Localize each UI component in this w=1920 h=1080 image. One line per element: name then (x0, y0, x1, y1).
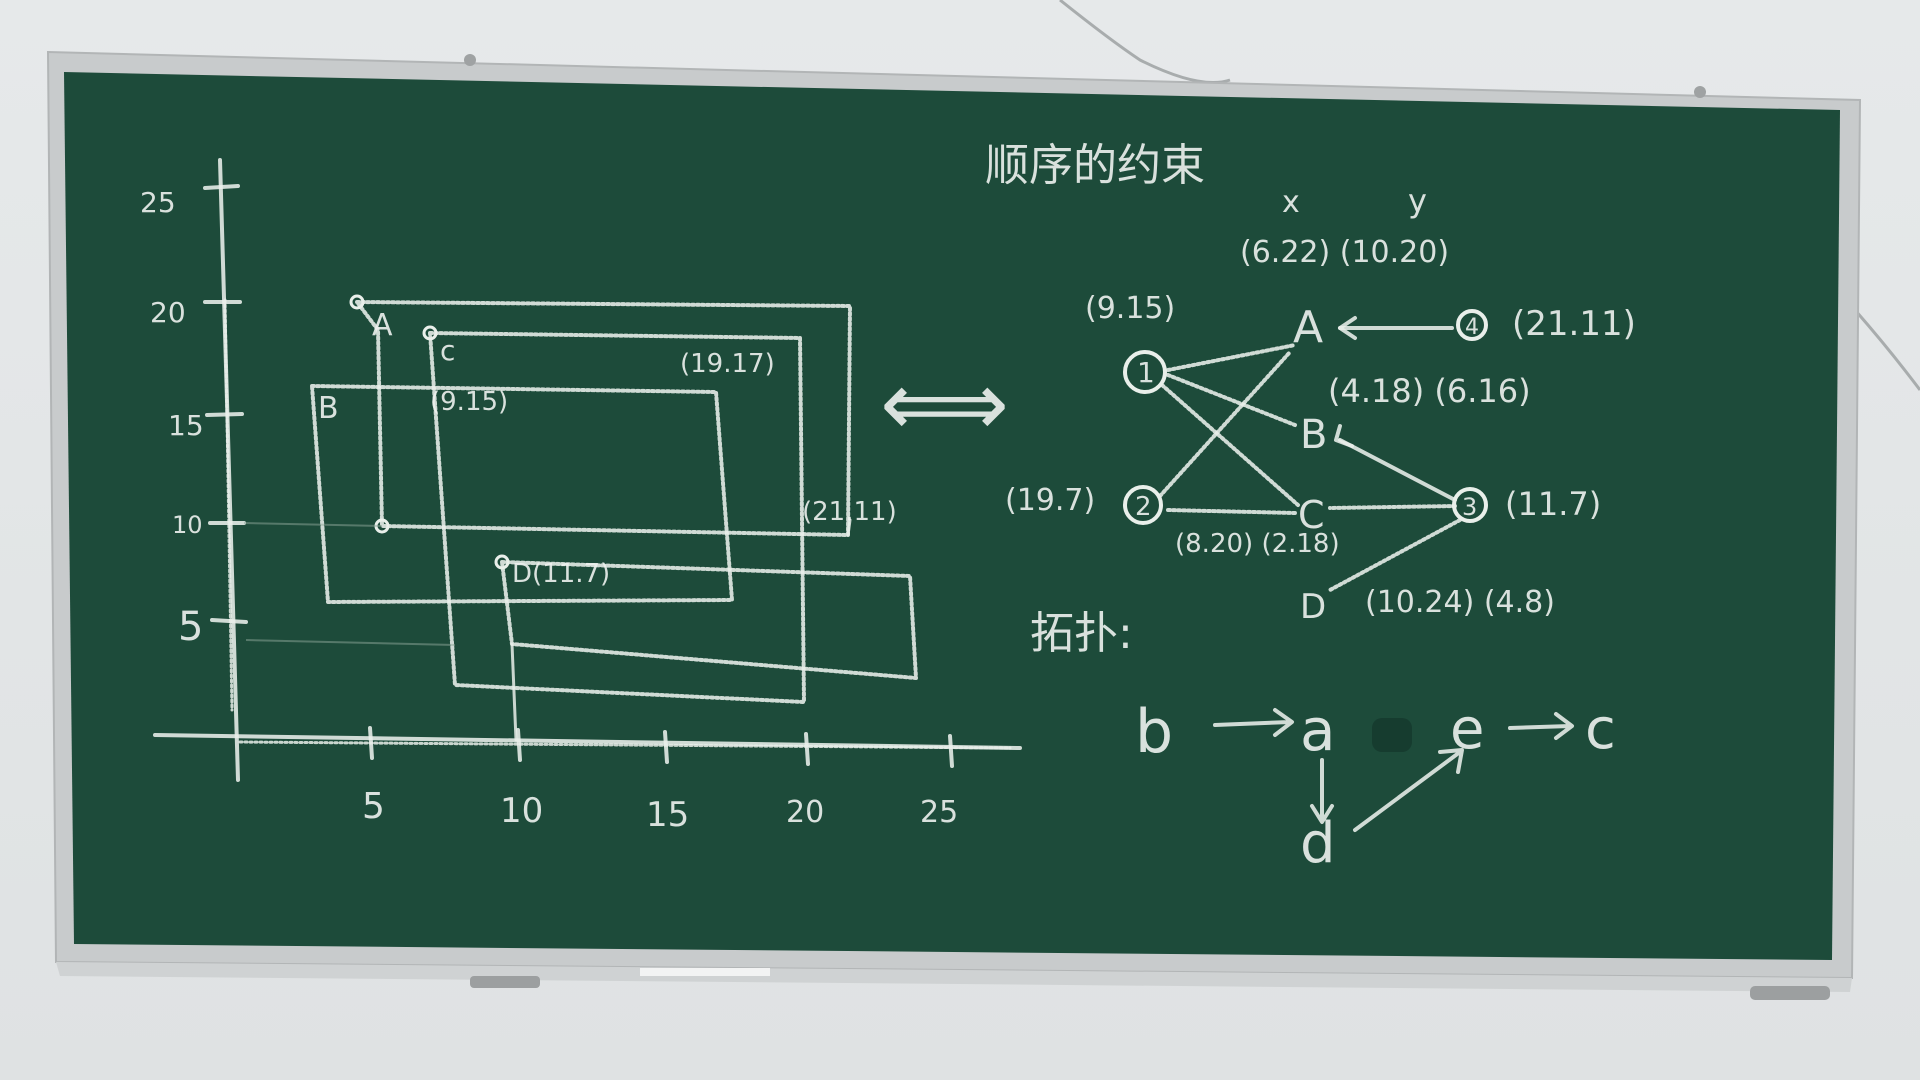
rect-d-label: D(11.7) (512, 559, 610, 589)
rect-d-corner (494, 554, 510, 570)
y-axis-minor-ticks (223, 298, 234, 712)
rect-b (310, 384, 734, 604)
y-label-10: 10 (172, 511, 203, 539)
x-tick-15 (663, 730, 669, 764)
rect-a-label: A (372, 308, 393, 343)
x-label-15: 15 (646, 795, 689, 835)
seq-arrow-e-c (1508, 712, 1574, 740)
tray-eraser (640, 968, 770, 976)
header-coords: (6.22) (10.20) (1240, 235, 1449, 270)
right-diagram: 顺序的约束 x y (6.22) (10.20) 1 2 3 4 A B C D… (985, 140, 1636, 876)
rect-a (355, 300, 852, 537)
edge-1-a (1166, 343, 1297, 372)
rect-c-corner (422, 325, 438, 341)
node-4-circle (1456, 309, 1488, 341)
edge-3-b (1338, 438, 1457, 502)
rect-a-right-coord: (21.11) (802, 497, 897, 527)
col-y-label: y (1408, 182, 1427, 220)
edge-3-c (1328, 504, 1457, 510)
x-tick-10 (516, 728, 522, 762)
node-1-coord: (9.15) (1085, 291, 1175, 326)
node-2-circle (1123, 485, 1163, 525)
edge-3-d (1328, 518, 1462, 592)
y-tick-25 (203, 184, 240, 190)
node-c-coord: (8.20) (2.18) (1175, 529, 1340, 559)
node-d-label: D (1300, 587, 1326, 627)
seq-arrow-a-d (1310, 758, 1334, 824)
rect-c (428, 331, 806, 704)
frame-bolt-top-left (464, 54, 476, 66)
edge-3-b-head (1334, 424, 1354, 448)
edge-1-c (1160, 383, 1300, 507)
x-label-5: 5 (362, 786, 385, 827)
rect-c-corner-coord: (9.15) (430, 387, 508, 417)
x-axis-minor-ticks (238, 740, 1012, 750)
rect-d-left-drop (510, 642, 518, 742)
rect-a-right-drop (846, 518, 852, 537)
heading: 顺序的约束 (985, 140, 1205, 191)
frame-bolt-top-right (1694, 86, 1706, 98)
node-d-coord: (10.24) (4.8) (1365, 585, 1555, 620)
node-4-coord: (21.11) (1512, 304, 1636, 344)
edge-2-c (1166, 508, 1297, 515)
node-2-label: 2 (1135, 492, 1152, 522)
x-label-20: 20 (786, 795, 824, 830)
y-label-20: 20 (150, 296, 186, 329)
x-label-10: 10 (500, 791, 543, 831)
edge-1-b (1166, 373, 1297, 427)
seq-b: b (1135, 697, 1173, 767)
topo-label: 拓扑: (1030, 608, 1133, 659)
node-3-circle (1452, 487, 1488, 523)
rect-a-corner (349, 294, 365, 310)
x-tick-5 (368, 726, 374, 760)
node-1-label: 1 (1137, 356, 1155, 389)
node-4-label: 4 (1465, 315, 1479, 340)
rect-c-label: c (440, 334, 455, 367)
rect-b-label: B (318, 391, 339, 426)
eraser-smudge (1372, 718, 1412, 752)
edge-2-a (1158, 350, 1292, 498)
col-x-label: x (1282, 185, 1300, 220)
node-3-label: 3 (1462, 493, 1477, 521)
y-label-5: 5 (178, 604, 203, 650)
helper-line-5 (245, 639, 456, 646)
node-2-coord: (19.7) (1005, 483, 1095, 518)
side-cable (1853, 309, 1920, 391)
rect-c-top-right-coord: (19.17) (680, 349, 775, 379)
y-tick-5 (210, 618, 248, 624)
y-label-15: 15 (168, 409, 204, 442)
node-1-circle (1123, 350, 1167, 394)
chalk-tray (56, 962, 1852, 992)
seq-d: d (1300, 811, 1336, 876)
equivalence-arrow: ⟺ (880, 352, 1009, 457)
seq-arrow-d-e (1353, 748, 1464, 832)
rect-d (500, 560, 918, 680)
helper-line-10 (243, 522, 383, 527)
tray-clip-left (470, 976, 540, 988)
x-label-25: 25 (920, 795, 958, 830)
left-diagram: 25 20 15 10 5 5 10 15 20 25 A c (19.17) … (140, 158, 1022, 835)
x-tick-25 (948, 734, 954, 768)
node-a-label: A (1293, 302, 1323, 353)
x-tick-20 (804, 732, 810, 766)
y-label-25: 25 (140, 186, 176, 219)
node-b-coord: (4.18) (6.16) (1328, 372, 1531, 410)
node-c-label: C (1298, 493, 1325, 537)
seq-arrow-b-a (1213, 708, 1294, 737)
seq-a: a (1300, 696, 1336, 764)
edge-4-a-head (1338, 316, 1357, 340)
seq-c: c (1585, 697, 1616, 762)
y-tick-15 (205, 412, 244, 417)
wall-cable (1059, 0, 1231, 84)
tray-clip-right (1750, 986, 1830, 1000)
node-b-label: B (1300, 412, 1327, 458)
node-3-coord: (11.7) (1505, 485, 1601, 523)
